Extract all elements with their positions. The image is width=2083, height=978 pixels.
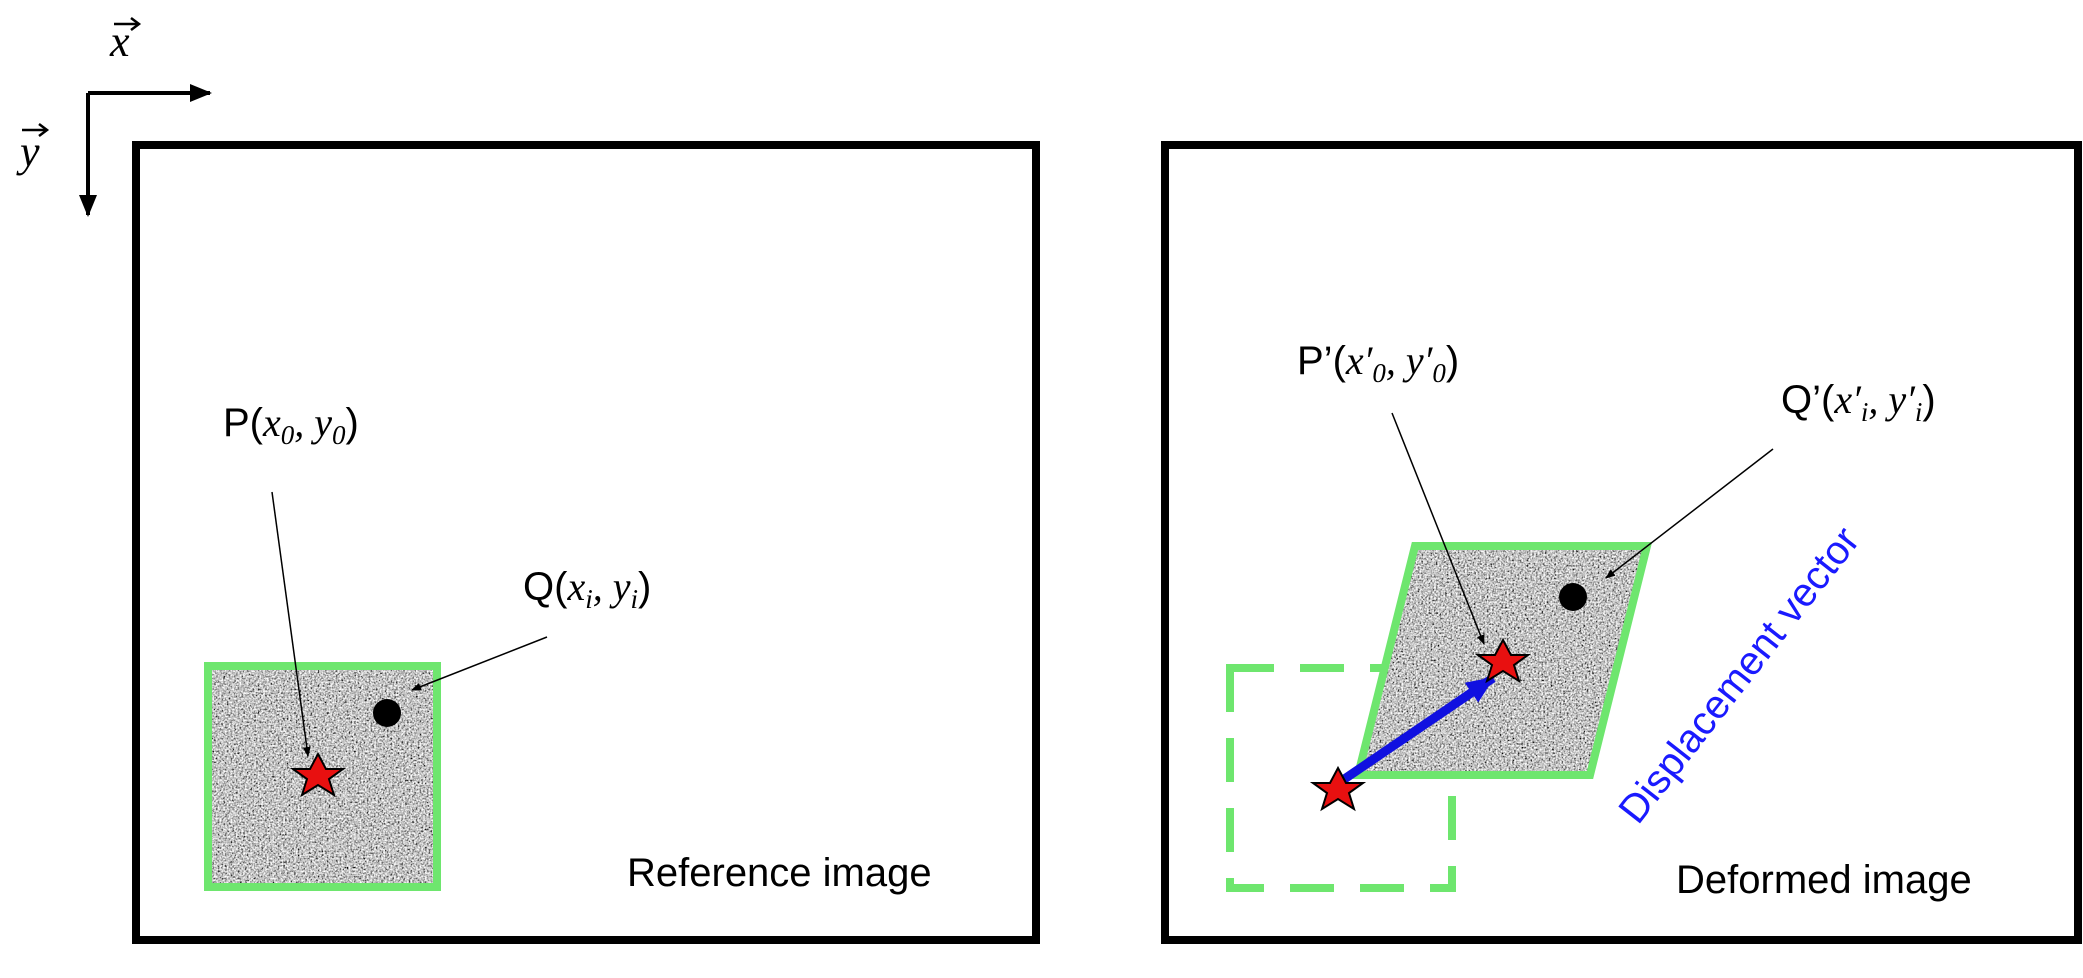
reference-point-p-star — [289, 751, 347, 798]
deformed-subset-outline — [1352, 542, 1653, 779]
deformed-p-leader-line — [1391, 412, 1485, 645]
reference-panel: P(x0, y0) Q(xi, yi) Reference image — [132, 141, 1040, 944]
y-axis-label: y — [16, 127, 40, 176]
reference-subset-outline — [204, 662, 441, 891]
reference-p-leader-line — [271, 491, 311, 757]
deformed-panel: P’(x′0, y′0) Q’(x′i, y′i) Displacement v… — [1161, 141, 2082, 944]
displacement-vector-arrow — [1337, 674, 1496, 786]
reference-image-caption: Reference image — [627, 851, 932, 895]
x-axis-vector-mark-head — [130, 17, 142, 31]
x-axis-label: x — [109, 17, 130, 66]
reference-point-p-label: P(x0, y0) — [223, 400, 359, 450]
deformed-point-q-dot — [1559, 583, 1587, 611]
reference-point-q-dot — [373, 699, 401, 727]
original-point-p-star — [1309, 765, 1367, 812]
deformed-q-leader-line — [1605, 448, 1774, 579]
reference-point-q-label: Q(xi, yi) — [523, 564, 651, 614]
deformed-point-p-star — [1474, 637, 1532, 684]
deformed-image-caption: Deformed image — [1676, 858, 1972, 902]
original-subset-dashed-outline — [1226, 664, 1456, 892]
reference-q-leader-line — [411, 636, 548, 691]
coordinate-axes: x y — [16, 17, 212, 217]
deformed-point-q-label: Q’(x′i, y′i) — [1781, 377, 1936, 427]
y-axis-vector-mark-head — [38, 123, 50, 137]
deformed-point-p-label: P’(x′0, y′0) — [1297, 338, 1459, 388]
